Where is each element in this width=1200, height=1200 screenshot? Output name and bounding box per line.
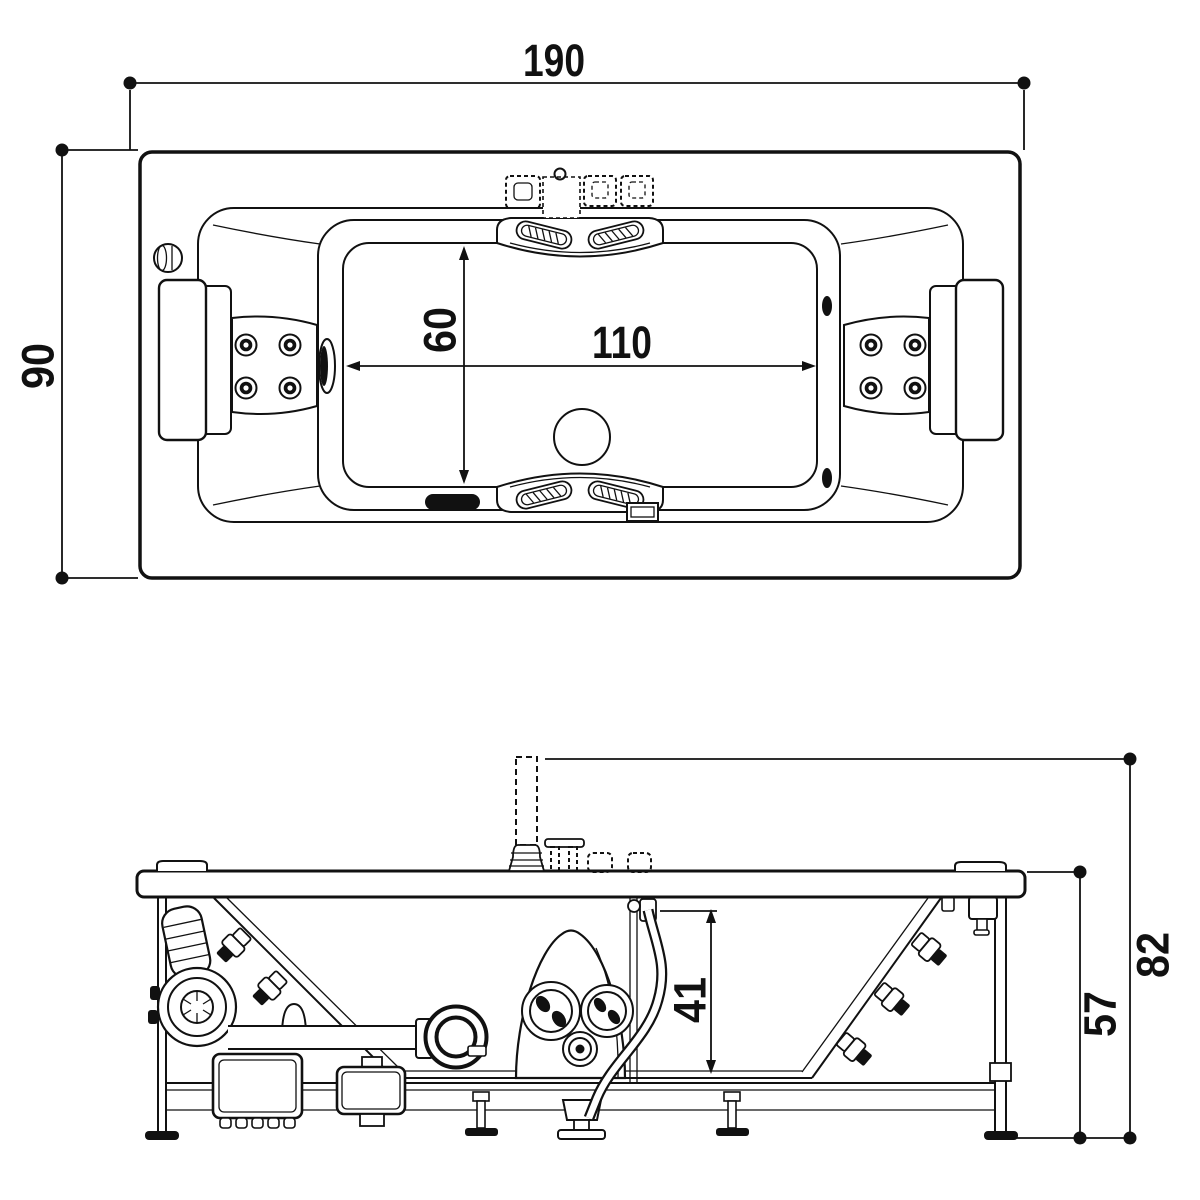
dim-label-basin-depth: 41: [665, 977, 716, 1023]
dim-basin-depth: 41: [660, 909, 717, 1074]
foot-pad: [716, 1128, 749, 1136]
foot-pad: [465, 1128, 498, 1136]
pod-jet-icon: [521, 981, 581, 1041]
dim-label-overall-length: 190: [523, 35, 585, 86]
back-jets: [859, 333, 927, 400]
wall-jet-icon: [873, 982, 910, 1016]
suction-fitting-icon: [822, 468, 832, 488]
top-view: 190 90 110 60: [13, 35, 1031, 585]
jet-slot: [515, 220, 573, 250]
headrest-left: [157, 278, 232, 442]
tub-wall-left: [213, 897, 402, 1079]
faucet-column: [507, 756, 546, 872]
foot-pad: [145, 1131, 179, 1140]
headrest-right: [929, 278, 1005, 442]
control-outline-icon: [505, 175, 541, 209]
side-light-icon: [318, 338, 336, 394]
dim-label-skirt-height: 57: [1075, 991, 1126, 1037]
rim-clip-left: [156, 860, 208, 871]
rim-clip-right: [954, 861, 1007, 871]
wing-jet-bottom: [496, 472, 664, 522]
dim-label-overall-height: 82: [1128, 932, 1179, 978]
tub-rim-profile: [135, 869, 1027, 899]
deck-handle: [544, 838, 585, 872]
control-box-secondary: [335, 1056, 407, 1127]
dim-overall-width: 90: [13, 143, 138, 585]
tub-wall-right: [801, 896, 998, 1079]
faucet-knob-icon: [553, 167, 567, 181]
control-outline-icon: [620, 175, 654, 207]
control-box-main: [211, 1052, 304, 1129]
dim-overall-height: 82: [545, 752, 1179, 1145]
dim-label-basin-width: 60: [415, 307, 466, 353]
overflow-hose: [583, 908, 668, 1121]
overflow-box-inner: [630, 506, 655, 518]
dim-label-overall-width: 90: [13, 343, 64, 389]
overflow-box: [626, 502, 659, 522]
jet-panel-left: [231, 315, 318, 415]
deck-knob-icon: [153, 243, 183, 273]
jet-slot: [515, 480, 573, 510]
pump-icon: [148, 905, 238, 1048]
wall-jet-icon: [252, 970, 288, 1006]
dim-basin-width: 60: [415, 246, 469, 484]
footrest-arch: [281, 1002, 307, 1037]
deck-fitting-icon: [587, 852, 613, 873]
control-knob-icon: [513, 182, 533, 201]
suction-pipe: [228, 1004, 489, 1070]
dim-skirt-height: 57: [1012, 865, 1132, 1145]
suction-fitting-icon: [822, 296, 832, 316]
dim-basin-length: 110: [346, 317, 816, 371]
shell-corner-transitions: [212, 224, 949, 506]
back-jets: [234, 333, 302, 400]
fill-valve: [941, 896, 998, 936]
overflow-slot-icon: [425, 494, 480, 510]
faucet-body-icon: [542, 176, 581, 219]
wall-jet-icon: [835, 1032, 872, 1066]
tub-deck-outline: [138, 150, 1022, 580]
wing-jet-top: [496, 217, 664, 258]
dim-overall-length: 190: [123, 35, 1031, 150]
pod-drain-icon: [562, 1031, 598, 1067]
dim-label-basin-length: 110: [592, 317, 652, 368]
deck-faucet-controls: [505, 167, 654, 219]
pod-jet-icon: [580, 984, 634, 1038]
seat-pod: [514, 929, 634, 1080]
wall-jet-icon: [910, 932, 947, 966]
wall-jet-icon: [216, 927, 252, 963]
control-outline-icon: [583, 175, 617, 207]
drain-icon: [553, 408, 611, 466]
foot-pad: [984, 1131, 1018, 1140]
jet-slot: [587, 220, 645, 250]
side-view: 41 82 57: [135, 752, 1179, 1145]
deck-fitting-icon: [627, 852, 652, 873]
jet-panel-right: [843, 315, 930, 415]
adjustable-feet: [145, 1091, 1018, 1140]
jet-slot: [587, 480, 645, 510]
